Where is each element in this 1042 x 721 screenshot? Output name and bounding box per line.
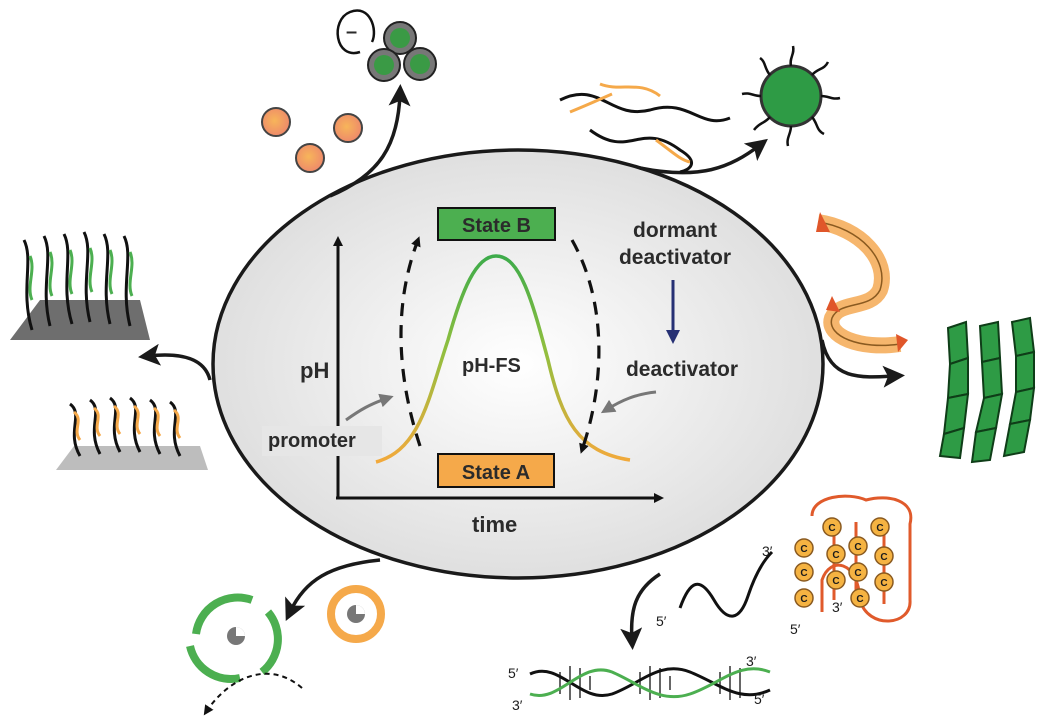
i-motif-structure: C C C C C C C C C C C C 3′ 5′ bbox=[790, 494, 913, 637]
svg-text:C: C bbox=[880, 578, 887, 589]
svg-text:C: C bbox=[800, 568, 807, 579]
deactivator-label: deactivator bbox=[626, 358, 738, 381]
polymer-brushes bbox=[10, 231, 208, 470]
curve-label: pH-FS bbox=[462, 355, 521, 377]
promoter-label-bg bbox=[262, 426, 382, 456]
polymer-chains bbox=[559, 82, 731, 174]
polymer-strand-icon bbox=[336, 9, 376, 55]
svg-text:C: C bbox=[832, 550, 839, 561]
minus-sign: – bbox=[346, 21, 357, 43]
ph-time-axes: pH time bbox=[300, 236, 664, 537]
svg-text:C: C bbox=[880, 552, 887, 563]
green-fibers bbox=[938, 316, 1036, 464]
double-helix-dna: 5′ 3′ 3′ 5′ bbox=[508, 653, 771, 713]
dormant-deactivator-line1: dormant bbox=[633, 219, 717, 242]
svg-text:State A: State A bbox=[462, 462, 530, 484]
vesicles bbox=[186, 585, 385, 716]
twisted-ribbons bbox=[816, 212, 908, 354]
duplex-left-top: 5′ bbox=[508, 665, 519, 681]
central-ellipse bbox=[211, 148, 825, 580]
arrow-to-dna bbox=[620, 572, 661, 650]
svg-text:C: C bbox=[876, 523, 883, 534]
cycle-arrows bbox=[138, 84, 905, 650]
state-b-box: State B bbox=[437, 207, 556, 241]
dormant-deactivator-line2: deactivator bbox=[619, 246, 731, 269]
green-nanoparticle-cluster: – bbox=[336, 9, 437, 82]
axis-y-label: pH bbox=[300, 358, 329, 383]
orange-vesicle bbox=[327, 585, 385, 643]
svg-text:C: C bbox=[800, 544, 807, 555]
duplex-right-bottom: 5′ bbox=[754, 691, 765, 707]
imotif-3-end: 3′ bbox=[832, 599, 843, 615]
arrow-to-fibers bbox=[820, 339, 905, 388]
micelle bbox=[741, 45, 841, 147]
arrow-to-vesicles bbox=[285, 558, 381, 622]
deactivator-arrow bbox=[600, 390, 657, 414]
arrow-to-brushes bbox=[138, 343, 212, 381]
promoter-label: promoter bbox=[268, 430, 356, 452]
imotif-5-end: 5′ bbox=[790, 621, 801, 637]
svg-text:C: C bbox=[800, 594, 807, 605]
dashed-arrow-up bbox=[399, 236, 422, 447]
svg-text:C: C bbox=[828, 523, 835, 534]
svg-text:C: C bbox=[832, 576, 839, 587]
single-strand-dna: 3′ 5′ bbox=[656, 543, 774, 629]
svg-text:C: C bbox=[854, 542, 861, 553]
ssdna-5-end: 5′ bbox=[656, 613, 667, 629]
ssdna-3-end: 3′ bbox=[762, 543, 773, 559]
dashed-arrow-down bbox=[570, 239, 601, 454]
promoter-arrow bbox=[345, 393, 394, 422]
arrow-to-micelle bbox=[639, 138, 768, 175]
state-a-box: State A bbox=[437, 453, 555, 488]
arrow-to-nanoparticles bbox=[329, 84, 411, 198]
svg-text:State B: State B bbox=[462, 215, 531, 237]
orange-nanoparticles bbox=[261, 107, 363, 173]
svg-text:C: C bbox=[854, 568, 861, 579]
axis-x-label: time bbox=[472, 512, 517, 537]
svg-text:C: C bbox=[856, 594, 863, 605]
green-vesicle-open bbox=[186, 593, 282, 683]
leak-path bbox=[203, 672, 303, 716]
duplex-right-top: 3′ bbox=[746, 653, 757, 669]
duplex-left-bottom: 3′ bbox=[512, 697, 523, 713]
ph-feedback-curve bbox=[375, 254, 631, 464]
cytosine-nodes bbox=[794, 517, 894, 608]
